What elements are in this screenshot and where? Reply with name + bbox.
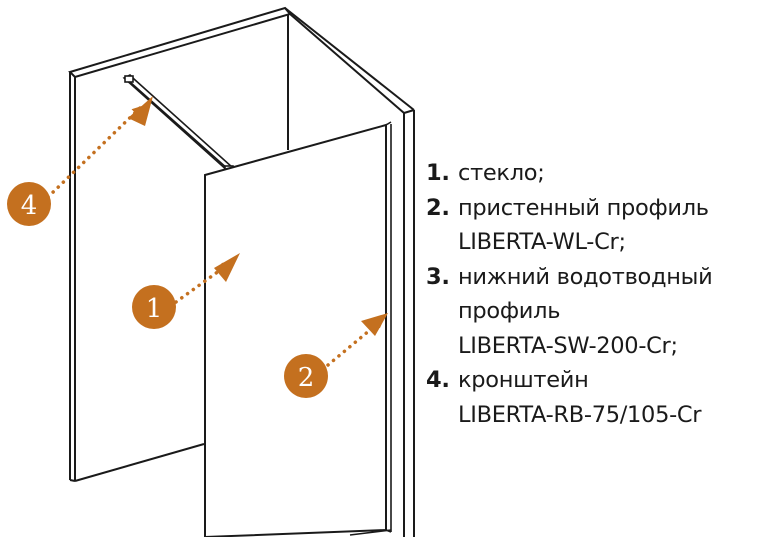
legend-text: стекло; xyxy=(458,160,545,186)
parts-legend: 1. стекло; 2. пристенный профиль LIBERTA… xyxy=(426,156,771,432)
callout-badge-2: 2 xyxy=(284,354,328,398)
callout-badge-1: 1 xyxy=(132,285,176,329)
legend-item-glass: 1. стекло; xyxy=(426,156,771,191)
legend-number: 1. xyxy=(426,160,450,186)
legend-text: пристенный профиль LIBERTA-WL-Cr; xyxy=(458,194,709,256)
svg-text:2: 2 xyxy=(298,363,315,393)
legend-number: 3. xyxy=(426,263,450,290)
legend-text: кронштейн LIBERTA-RB-75/105-Cr xyxy=(458,367,702,428)
left-wall xyxy=(68,6,292,482)
legend-item-bracket: 4. кронштейн LIBERTA-RB-75/105-Cr xyxy=(426,363,771,432)
svg-text:4: 4 xyxy=(21,191,38,221)
legend-text: нижний водотводный профиль LIBERTA-SW-20… xyxy=(458,263,713,359)
callout-badge-4: 4 xyxy=(7,182,51,226)
arrowheads xyxy=(128,96,388,336)
glass-panel xyxy=(204,123,387,537)
bracket-rod xyxy=(122,74,234,176)
legend-number: 2. xyxy=(426,194,450,221)
legend-number: 4. xyxy=(426,367,450,393)
wall-profile xyxy=(349,121,392,536)
right-wall xyxy=(284,7,415,537)
svg-text:1: 1 xyxy=(146,294,163,324)
legend-item-bottom-profile: 3. нижний водотводный профиль LIBERTA-SW… xyxy=(426,260,771,364)
legend-item-wall-profile: 2. пристенный профиль LIBERTA-WL-Cr; xyxy=(426,191,771,260)
